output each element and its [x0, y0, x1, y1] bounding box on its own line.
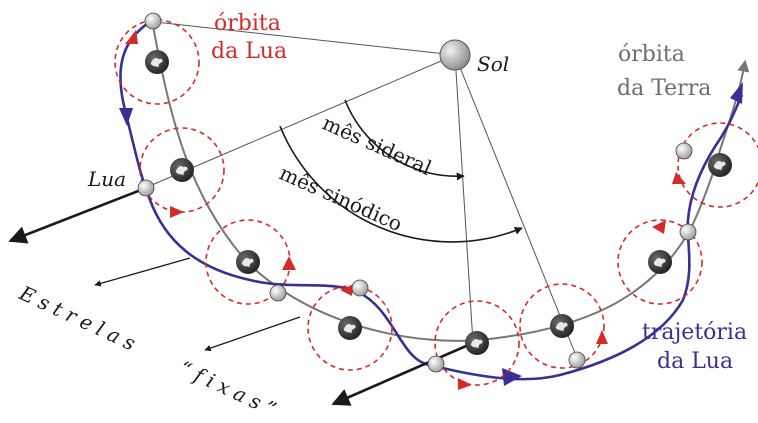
fixed-stars-label-word1: Estrelas [15, 280, 145, 357]
red-arrow-2 [170, 206, 184, 218]
moon-2 [138, 180, 154, 196]
moon-3 [270, 285, 286, 301]
earth-6 [550, 314, 574, 338]
moon-orbit-label-line2: da Lua [211, 39, 287, 64]
trajectory-arrowhead-bottom [502, 368, 522, 386]
moon-orbit-label-line1: órbita [214, 11, 281, 36]
earth-1 [145, 50, 169, 74]
star-arrow-long-2 [333, 343, 473, 404]
moon-positions [138, 13, 696, 372]
fixed-stars-label-word2: “fixas” [176, 356, 286, 418]
earth-orbit-label-line1: órbita [618, 42, 685, 67]
earth-orbit-label-line2: da Terra [617, 76, 711, 101]
trajectory-arrowhead-end [730, 82, 743, 104]
synodic-month-label: mês sinódico [276, 161, 406, 236]
moon-trajectory-label-line1: trajetória [642, 320, 747, 345]
moon-6 [569, 352, 585, 368]
sun [440, 40, 470, 70]
star-arrow-short-2 [205, 317, 300, 350]
moon-trajectory-label-line2: da Lua [657, 349, 733, 374]
moon-4 [352, 280, 368, 296]
trajectory-arrowhead-top [119, 108, 133, 126]
earth-5 [465, 331, 489, 355]
ray-sun-top [155, 22, 455, 55]
moon-5 [428, 356, 444, 372]
moon-8 [676, 143, 692, 159]
earth-4 [338, 316, 362, 340]
earth-7 [648, 250, 672, 274]
sun-label: Sol [477, 52, 509, 76]
earth-8 [708, 153, 732, 177]
sun-rays [145, 22, 577, 358]
red-arrow-8 [672, 172, 686, 184]
red-arrow-3 [282, 256, 296, 270]
earth-3 [236, 250, 260, 274]
red-arrow-7 [652, 220, 666, 234]
star-arrow-long-1 [10, 188, 146, 241]
ray-sun-earth-sidereal [455, 55, 473, 343]
earth-2 [170, 158, 194, 182]
star-arrow-short-1 [95, 258, 190, 285]
moon-7 [680, 224, 696, 240]
moon-label: Lua [87, 167, 126, 191]
ray-sun-earth-synodic [455, 55, 577, 358]
sidereal-month-label: mês sideral [319, 111, 435, 180]
red-arrow-6 [596, 330, 608, 344]
red-arrow-5 [458, 378, 472, 390]
moon-1 [145, 13, 161, 29]
